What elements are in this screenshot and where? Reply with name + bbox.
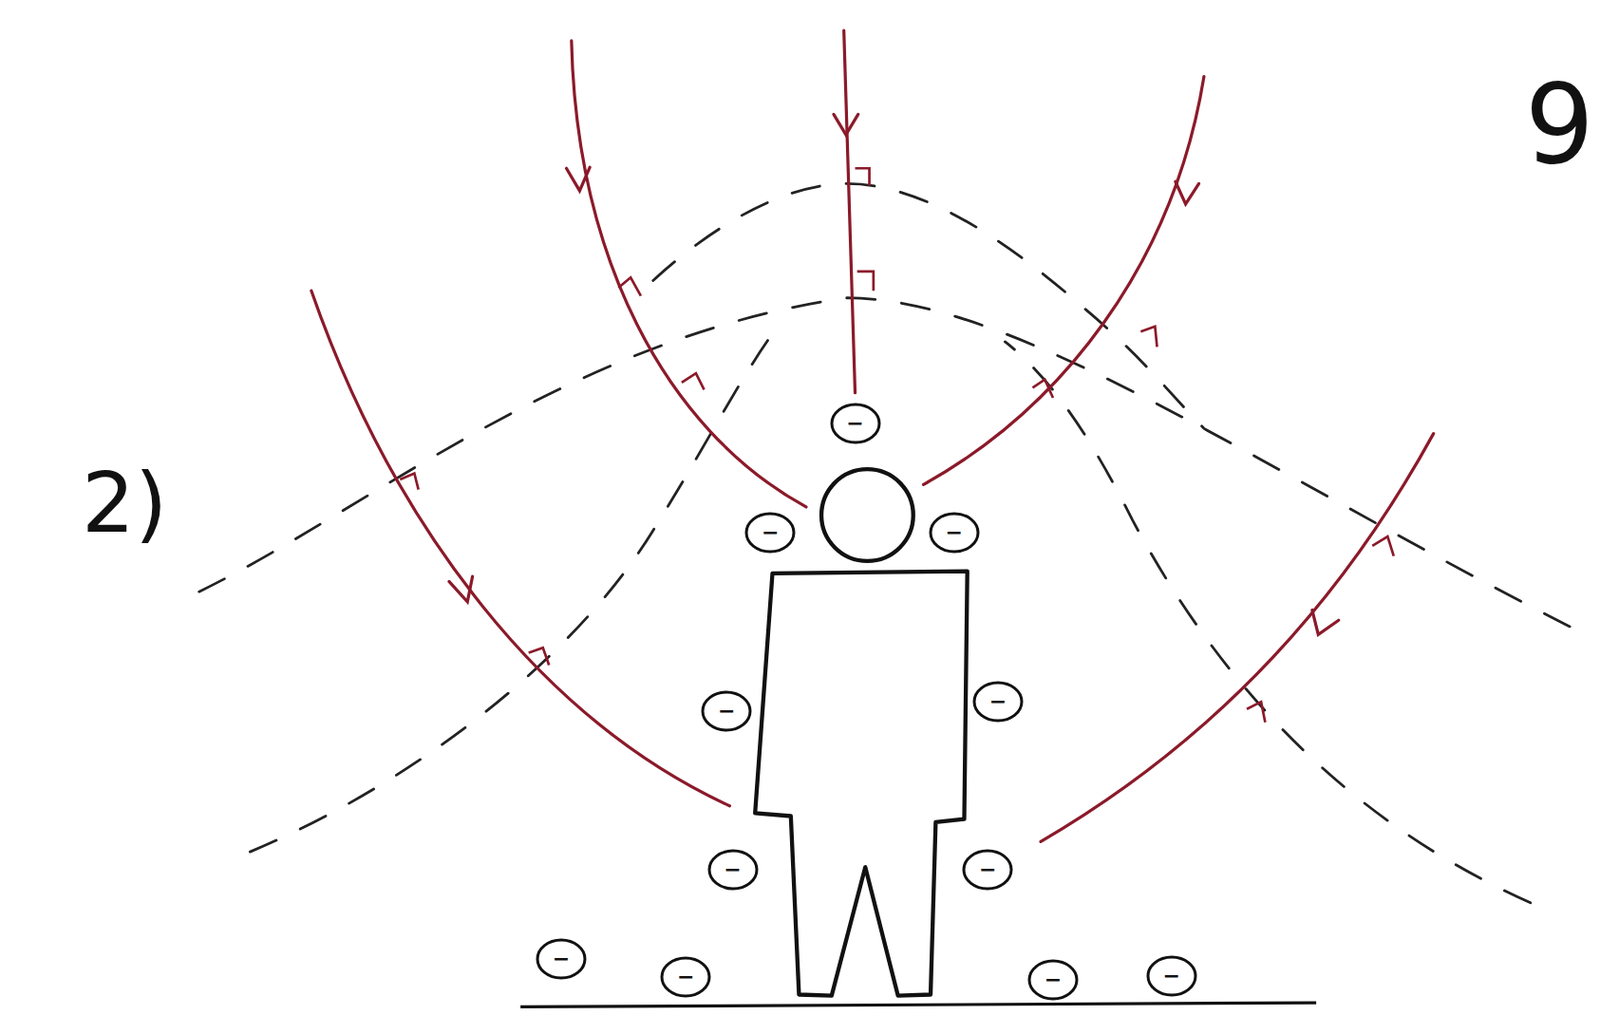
equipotential bbox=[1004, 341, 1530, 904]
charge-circle: − bbox=[659, 956, 712, 998]
body bbox=[754, 571, 967, 997]
field-line bbox=[311, 290, 730, 807]
arrowhead bbox=[833, 113, 859, 134]
field-line bbox=[844, 30, 856, 393]
head bbox=[821, 469, 914, 562]
page-number: 9 bbox=[1524, 60, 1595, 189]
charge-circle: − bbox=[1146, 955, 1198, 998]
charge-circle: − bbox=[961, 848, 1014, 891]
charge-sign: − bbox=[659, 966, 712, 988]
charge-sign: − bbox=[1146, 965, 1198, 987]
field-line bbox=[1040, 433, 1434, 843]
arrowhead bbox=[1312, 609, 1339, 635]
charge-circle: − bbox=[972, 680, 1024, 723]
field-line bbox=[922, 76, 1204, 486]
arrowhead bbox=[1175, 181, 1200, 205]
equipotential bbox=[249, 337, 771, 853]
field-line bbox=[571, 40, 807, 508]
charge-circle: − bbox=[700, 690, 753, 733]
charge-sign: − bbox=[744, 522, 796, 544]
arrowhead bbox=[565, 167, 590, 191]
charge-circle: − bbox=[707, 848, 759, 891]
field-lines bbox=[311, 30, 1434, 842]
right-angle-marks bbox=[399, 168, 1393, 722]
charge-circle: − bbox=[829, 402, 882, 445]
charge-sign: − bbox=[700, 700, 753, 722]
charge-sign: − bbox=[1027, 969, 1079, 991]
charge-sign: − bbox=[961, 859, 1014, 881]
charge-circle: − bbox=[535, 938, 587, 980]
charge-circle: − bbox=[928, 511, 980, 554]
charge-sign: − bbox=[707, 859, 759, 881]
charge-sign: − bbox=[829, 413, 882, 434]
charge-circle: − bbox=[1027, 959, 1079, 1001]
equipotential-lines bbox=[199, 183, 1593, 903]
part-number: 2) bbox=[81, 453, 168, 552]
charge-circle: − bbox=[744, 511, 796, 554]
ground-line bbox=[520, 1002, 1317, 1007]
equipotential bbox=[199, 298, 1593, 639]
charge-sign: − bbox=[535, 948, 587, 970]
charge-sign: − bbox=[972, 691, 1024, 713]
arrowhead bbox=[449, 576, 473, 603]
charge-sign: − bbox=[928, 522, 980, 544]
